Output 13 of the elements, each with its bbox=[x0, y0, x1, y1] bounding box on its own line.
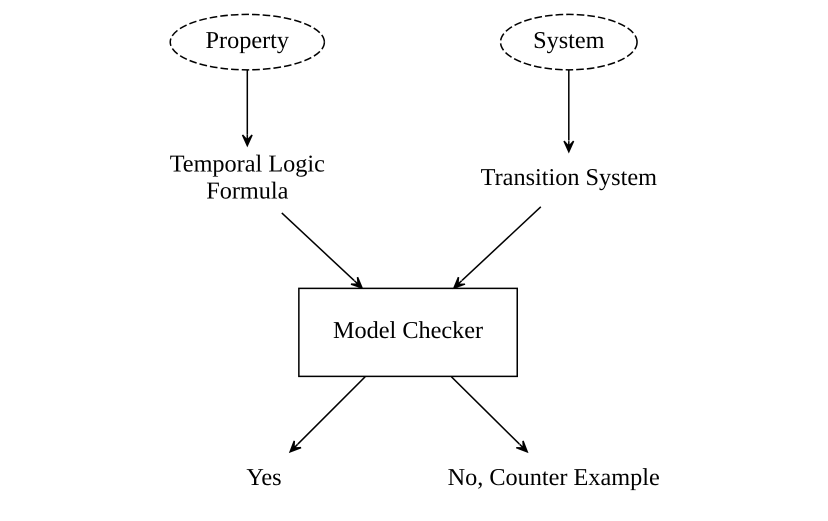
node-text: Transition System bbox=[480, 164, 656, 191]
node-ellipse: Property bbox=[168, 14, 325, 71]
node-text: No, Counter Example bbox=[447, 464, 660, 492]
arrow bbox=[452, 206, 541, 289]
arrow bbox=[241, 70, 252, 146]
node-ellipse: System bbox=[499, 14, 638, 71]
arrow bbox=[288, 376, 366, 453]
arrow bbox=[450, 376, 528, 453]
node-text: Temporal Logic Formula bbox=[169, 150, 324, 205]
arrow bbox=[562, 70, 574, 152]
arrow bbox=[280, 212, 362, 289]
node-text: Yes bbox=[246, 464, 282, 492]
node-box: Model Checker bbox=[298, 288, 518, 378]
